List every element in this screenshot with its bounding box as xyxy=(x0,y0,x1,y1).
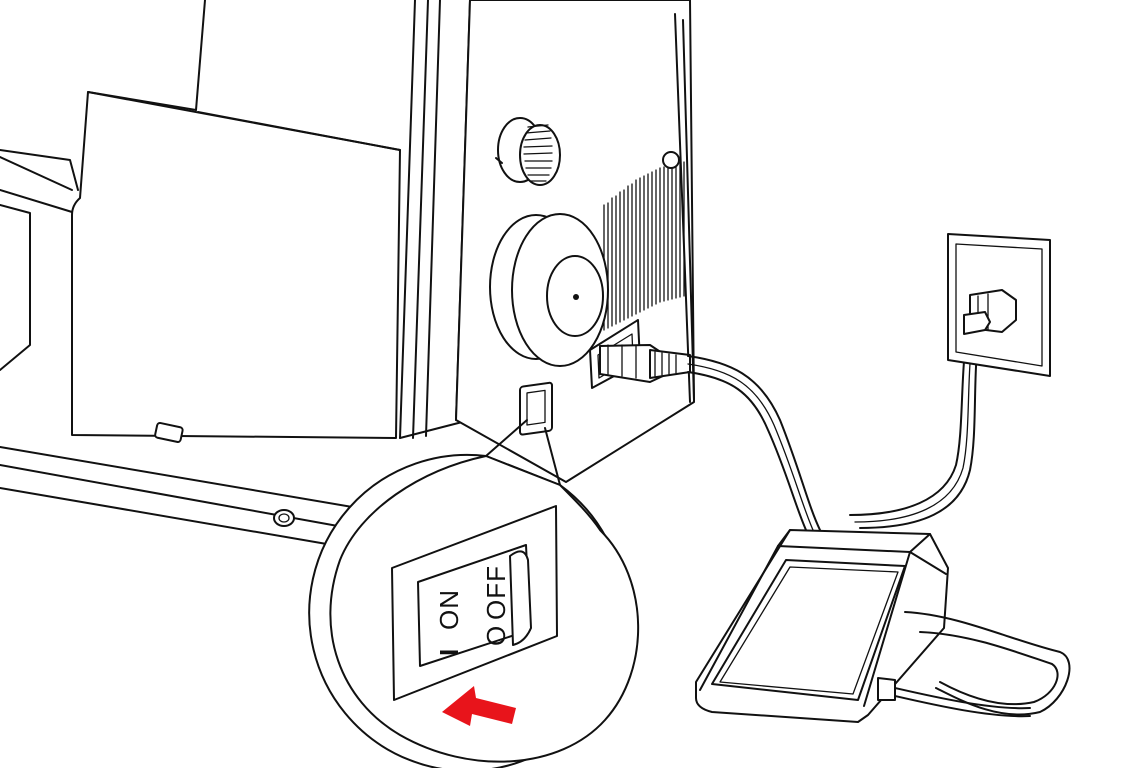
switch-symbol-off: O xyxy=(481,625,511,646)
cables xyxy=(687,329,981,531)
machine-socket-and-plug xyxy=(589,319,691,389)
switch-zoom-callout: ON O OFF I xyxy=(308,419,640,768)
handwheel xyxy=(489,213,609,367)
machine-power-switch xyxy=(519,381,553,436)
switch-symbol-on: I xyxy=(434,648,464,656)
red-arrow-icon xyxy=(442,686,516,726)
rocker-switch-enlarged: ON O OFF I xyxy=(391,505,558,701)
switch-label-off: OFF xyxy=(481,565,511,620)
switch-label-on: ON xyxy=(434,589,464,630)
machine-body xyxy=(0,0,471,549)
bobbin-winder-knob xyxy=(495,117,561,186)
wall-outlet xyxy=(947,233,1051,377)
foot-controller xyxy=(695,529,1071,723)
round-cap-icon xyxy=(662,151,680,169)
